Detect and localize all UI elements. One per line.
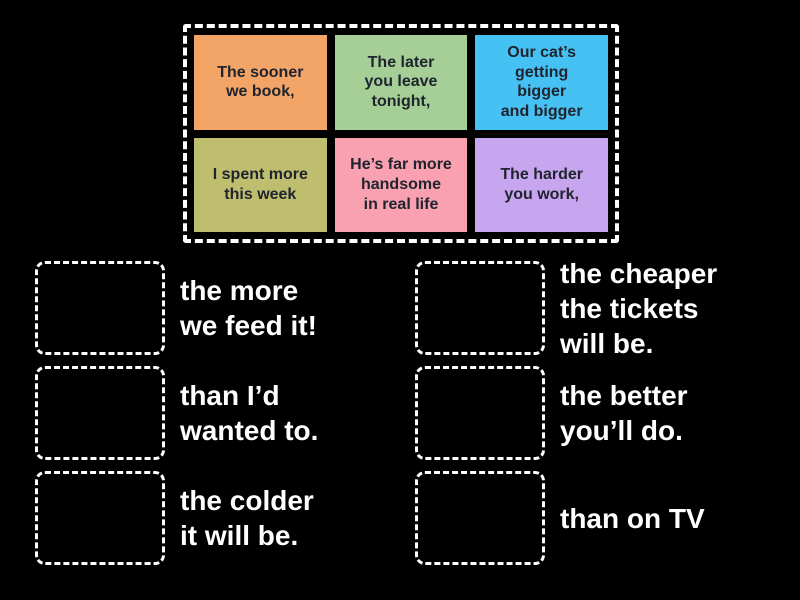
tile-pool: The sooner we book, The later you leave …: [183, 24, 619, 243]
drop-zone[interactable]: [415, 366, 545, 460]
drop-zone[interactable]: [35, 366, 165, 460]
answer-text: the colder it will be.: [180, 485, 314, 551]
pool-tile[interactable]: The harder you work,: [475, 137, 608, 232]
match-row: the better you’ll do.: [415, 366, 785, 460]
drop-zone[interactable]: [415, 471, 545, 565]
match-row: the cheaper the tickets will be.: [415, 258, 785, 359]
pool-tile[interactable]: Our cat’s getting bigger and bigger: [475, 35, 608, 130]
answer-text: the cheaper the tickets will be.: [560, 257, 718, 359]
match-row: the more we feed it!: [35, 261, 385, 355]
pool-tile[interactable]: I spent more this week: [194, 137, 327, 232]
pool-tile[interactable]: He’s far more handsome in real life: [334, 137, 468, 232]
pool-tile[interactable]: The sooner we book,: [194, 35, 327, 130]
match-column-left: the more we feed it! than I’d wanted to.…: [35, 261, 385, 565]
match-column-right: the cheaper the tickets will be. the bet…: [415, 258, 785, 565]
match-row: the colder it will be.: [35, 471, 385, 565]
drop-zone[interactable]: [35, 471, 165, 565]
drop-zone[interactable]: [35, 261, 165, 355]
match-row: than on TV: [415, 471, 785, 565]
answer-text: the more we feed it!: [180, 275, 317, 341]
answer-text: than on TV: [560, 502, 705, 534]
drop-zone[interactable]: [415, 261, 545, 355]
answer-text: the better you’ll do.: [560, 380, 688, 446]
match-row: than I’d wanted to.: [35, 366, 385, 460]
answer-text: than I’d wanted to.: [180, 380, 319, 446]
pool-tile[interactable]: The later you leave tonight,: [334, 35, 468, 130]
